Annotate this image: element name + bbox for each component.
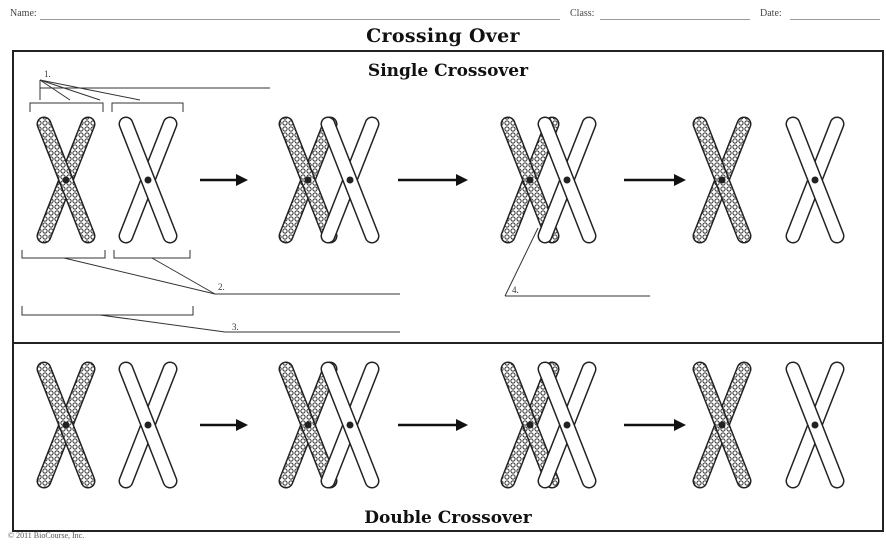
single-step1-chromosome-a [44, 124, 88, 236]
single-arrow-2 [398, 174, 468, 186]
single-arrow-1 [200, 174, 248, 186]
double-step1-chromosome-b [126, 369, 170, 481]
bracket-1a [30, 103, 103, 112]
double-step2-chromosome-a [286, 369, 330, 481]
single-step3-chromosome-b [545, 124, 589, 236]
single-step1-chromosome-b [126, 124, 170, 236]
double-step4-chromosome-a [700, 369, 744, 481]
double-step1-chromosome-a [44, 369, 88, 481]
label-number-2: 2. [218, 282, 225, 292]
double-step4-chromosome-b [793, 369, 837, 481]
double-arrow-3 [624, 419, 686, 431]
double-arrow-1 [200, 419, 248, 431]
bracket-2a [22, 250, 105, 258]
label-number-1: 1. [44, 69, 51, 79]
label-number-4: 4. [512, 285, 519, 295]
single-step2-chromosome-a [286, 124, 330, 236]
bracket-2b [114, 250, 190, 258]
copyright-note: © 2011 BioCourse, Inc. [8, 531, 84, 540]
leader-2a [64, 258, 215, 294]
single-arrow-3 [624, 174, 686, 186]
bracket-1b [112, 103, 183, 112]
single-step4-chromosome-a [700, 124, 744, 236]
single-step2-chromosome-b [328, 124, 372, 236]
single-step4-chromosome-b [793, 124, 837, 236]
leader-2b [152, 258, 215, 294]
label-number-3: 3. [232, 322, 239, 332]
bracket-3 [22, 306, 193, 315]
double-step2-chromosome-b [328, 369, 372, 481]
double-arrow-2 [398, 419, 468, 431]
double-step3-chromosome-b [545, 369, 589, 481]
leader-3 [100, 315, 225, 332]
